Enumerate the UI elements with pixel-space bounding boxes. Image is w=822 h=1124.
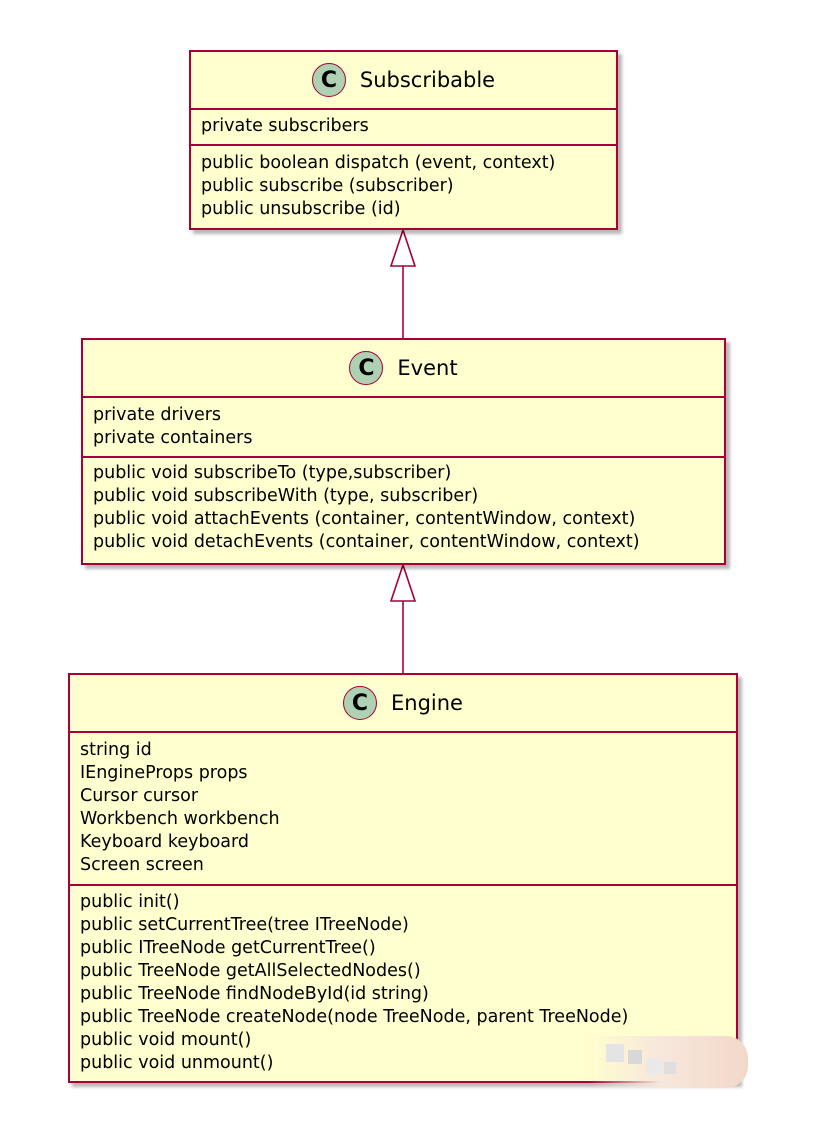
method-line: public TreeNode createNode(node TreeNode… bbox=[80, 1007, 629, 1027]
method-line: public unsubscribe (id) bbox=[201, 199, 401, 219]
method-line: public boolean dispatch (event, context) bbox=[201, 153, 556, 173]
class-event: C Event private drivers private containe… bbox=[81, 338, 726, 565]
method-line: public TreeNode getAllSelectedNodes() bbox=[80, 961, 421, 981]
field-line: private drivers bbox=[93, 405, 222, 425]
class-methods: public init() public setCurrentTree(tree… bbox=[70, 886, 736, 1075]
method-line: public subscribe (subscriber) bbox=[201, 176, 454, 196]
class-stereotype-icon: C bbox=[343, 686, 377, 720]
method-line: public void unmount() bbox=[80, 1053, 274, 1073]
inheritance-arrow-event-to-subscribable bbox=[389, 227, 417, 338]
method-line: public init() bbox=[80, 892, 180, 912]
field-line: string id bbox=[80, 740, 152, 760]
field-line: Workbench workbench bbox=[80, 809, 280, 829]
method-line: public void mount() bbox=[80, 1030, 252, 1050]
field-line: Screen screen bbox=[80, 855, 204, 875]
class-fields: string id IEngineProps props Cursor curs… bbox=[70, 733, 736, 886]
field-line: private subscribers bbox=[201, 116, 369, 136]
class-fields: private drivers private containers bbox=[83, 398, 724, 458]
class-methods: public void subscribeTo (type,subscriber… bbox=[83, 458, 724, 554]
class-header: C Subscribable bbox=[191, 52, 616, 110]
method-line: public TreeNode findNodeById(id string) bbox=[80, 984, 429, 1004]
method-line: public void subscribeTo (type,subscriber… bbox=[93, 463, 452, 483]
field-line: Cursor cursor bbox=[80, 786, 199, 806]
class-stereotype-icon: C bbox=[349, 351, 384, 385]
class-stereotype-icon: C bbox=[311, 63, 346, 97]
field-line: Keyboard keyboard bbox=[80, 832, 249, 852]
class-methods: public boolean dispatch (event, context)… bbox=[191, 146, 616, 221]
class-header: C Event bbox=[83, 340, 724, 398]
field-line: IEngineProps props bbox=[80, 763, 248, 783]
class-name: Engine bbox=[391, 691, 463, 715]
method-line: public void detachEvents (container, con… bbox=[93, 532, 640, 552]
field-line: private containers bbox=[93, 428, 253, 448]
inheritance-arrow-engine-to-event bbox=[389, 562, 417, 673]
method-line: public ITreeNode getCurrentTree() bbox=[80, 938, 376, 958]
method-line: public setCurrentTree(tree ITreeNode) bbox=[80, 915, 409, 935]
class-header: C Engine bbox=[70, 675, 736, 733]
class-engine: C Engine string id IEngineProps props Cu… bbox=[68, 673, 738, 1083]
class-subscribable: C Subscribable private subscribers publi… bbox=[189, 50, 618, 230]
method-line: public void subscribeWith (type, subscri… bbox=[93, 486, 479, 506]
watermark-badge bbox=[588, 1036, 748, 1088]
method-line: public void attachEvents (container, con… bbox=[93, 509, 636, 529]
class-name: Event bbox=[397, 356, 458, 380]
class-fields: private subscribers bbox=[191, 110, 616, 146]
class-name: Subscribable bbox=[359, 68, 496, 92]
